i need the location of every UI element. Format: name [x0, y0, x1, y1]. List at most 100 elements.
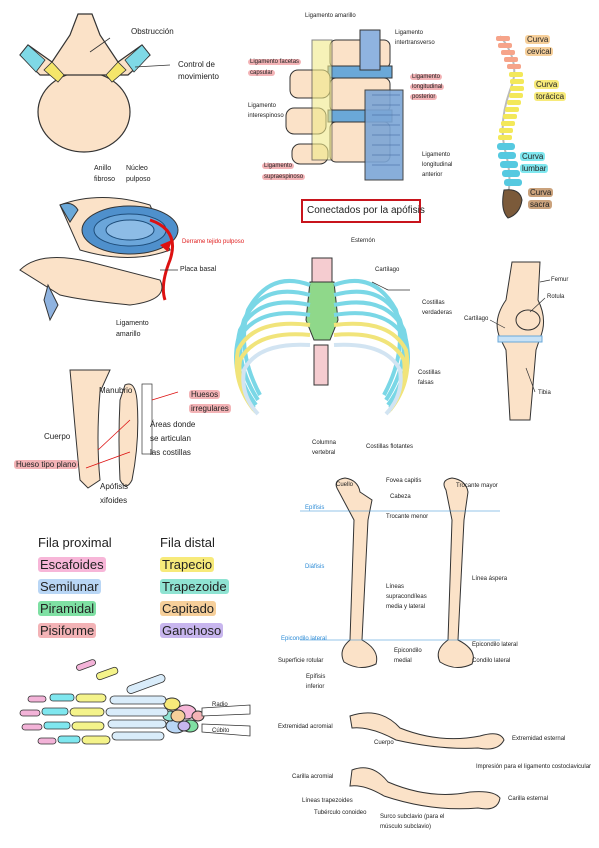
- label-sternum-cuerpo: Cuerpo: [44, 432, 71, 441]
- label-manubrio: Manubrio: [99, 386, 133, 395]
- hand-illustration: [19, 659, 251, 745]
- label-epifisis-inf-1: Epífisis: [306, 674, 326, 680]
- label-cartilago: Cartílago: [375, 267, 400, 273]
- label-nucleo-1: Núcleo: [126, 165, 148, 172]
- label-lig-intertransverso-1: Ligamento: [395, 30, 424, 36]
- label-derrame: Derrame tejido pulposo: [182, 239, 245, 245]
- thorax-illustration: [234, 257, 410, 416]
- label-columna-2: vertebral: [312, 450, 336, 456]
- label-conectados: Conectados por la apófisis: [307, 205, 425, 216]
- label-knee-cartilago: Cartílago: [464, 316, 489, 322]
- label-lig-intertransverso-2: intertransverso: [395, 40, 435, 46]
- label-control: Control de: [178, 60, 215, 69]
- label-epifisis-inf-2: inferior: [306, 684, 325, 690]
- label-rotula: Rotula: [547, 294, 565, 300]
- label-curva-toracica-1: Curva: [534, 80, 560, 89]
- carpal-capitado: Capitado: [160, 601, 217, 616]
- label-lig-long-ant-2: longitudinal: [422, 162, 453, 168]
- carpal-trapecio: Trapecio: [160, 557, 215, 572]
- label-linea-aspera: Línea áspera: [472, 576, 508, 582]
- carpal-semilunar: Semilunar: [38, 579, 101, 594]
- label-disc-lig-amarillo-2: amarillo: [116, 331, 141, 338]
- label-columna-1: Columna: [312, 440, 337, 446]
- label-lineas-2: supracondíleas: [386, 594, 427, 600]
- label-costillas-verdaderas-1: Costillas: [422, 300, 445, 306]
- label-condilo-lateral: Condilo lateral: [472, 658, 511, 664]
- label-curva-cervical-1: Curva: [525, 35, 551, 44]
- label-superficie-rotular: Superficie rotular: [278, 658, 324, 664]
- label-nucleo-2: pulposo: [126, 176, 151, 183]
- label-lig-amarillo: Ligamento amarillo: [305, 13, 356, 19]
- label-cubito: Cúbito: [212, 728, 230, 734]
- label-fovea: Fovea capitis: [386, 478, 422, 484]
- label-lig-interespinoso-1: Ligamento: [248, 103, 277, 109]
- label-areas-2: se articulan: [150, 434, 191, 443]
- label-clavicle-cuerpo: Cuerpo: [374, 740, 394, 746]
- label-placa: Placa basal: [180, 266, 217, 273]
- label-anillo-1: Anillo: [94, 165, 112, 172]
- label-trocante-menor: Trocante menor: [386, 514, 429, 520]
- label-ext-esternal: Extremidad esternal: [512, 736, 566, 742]
- label-apofisis-2: xifoides: [100, 496, 128, 505]
- carpals-proximal-title: Fila proximal: [38, 535, 112, 550]
- label-lig-supraespinoso-1: Ligamento: [262, 163, 295, 169]
- sternum-illustration: [69, 369, 179, 489]
- label-lig-supraespinoso-2: supraespinoso: [262, 174, 306, 180]
- label-lig-interespinoso-2: interespinoso: [248, 113, 284, 119]
- label-lineas-1: Líneas: [386, 584, 405, 590]
- label-cabeza: Cabeza: [390, 494, 411, 500]
- label-lig-long-post-2: longitudinal: [410, 84, 445, 90]
- label-femur: Femur: [551, 277, 569, 283]
- label-curva-lumbar-2: lumbar: [520, 164, 549, 173]
- label-lig-long-post-1: Ligamento: [410, 74, 443, 80]
- label-curva-lumbar-1: Curva: [520, 152, 546, 161]
- label-surco-1: Surco subclavio (para el: [380, 814, 445, 820]
- spine-curve-illustration: [496, 35, 524, 219]
- label-carilla-acromial: Carilla acromial: [292, 774, 334, 780]
- label-movimiento: movimiento: [178, 72, 219, 81]
- label-ext-acromial: Extremidad acromial: [278, 724, 333, 730]
- label-curva-sacra-1: Curva: [528, 188, 554, 197]
- label-costillas-falsas-2: falsas: [418, 380, 434, 386]
- carpal-ganchoso: Ganchoso: [160, 623, 224, 638]
- label-curva-sacra-2: sacra: [528, 200, 552, 209]
- label-areas-3: las costillas: [150, 448, 191, 457]
- label-esternon: Esternón: [351, 238, 376, 244]
- label-costillas-flotantes: Costillas flotantes: [366, 444, 414, 450]
- femur-illustration: [300, 477, 500, 668]
- carpal-escafoides: Escafoides: [38, 557, 106, 572]
- label-epicondilo-medial-2: medial: [394, 658, 412, 664]
- conectados-box: [301, 199, 421, 223]
- carpal-pisiforme: Pisiforme: [38, 623, 97, 638]
- label-anillo-2: fibroso: [94, 176, 116, 183]
- label-epicondilo-lateral: Epicondilo lateral: [472, 642, 518, 648]
- label-apofisis-1: Apófisis: [100, 482, 129, 491]
- label-disc-lig-amarillo-1: Ligamento: [116, 320, 149, 327]
- clavicle-illustration: [349, 712, 505, 810]
- label-huesos-irregulares-1: Huesos: [189, 390, 221, 399]
- disc-illustration: [19, 197, 179, 322]
- label-cuello: Cuello: [336, 482, 354, 488]
- label-obstruccion: Obstrucción: [131, 27, 174, 36]
- carpal-trapezoide: Trapezoide: [160, 579, 229, 594]
- label-diafisis: Diáfisis: [305, 564, 325, 570]
- label-curva-cervical-2: cevical: [525, 47, 554, 56]
- carpal-piramidal: Piramidal: [38, 601, 97, 616]
- label-lineas-3: media y lateral: [386, 604, 426, 610]
- label-surco-2: músculo subclavio): [380, 824, 432, 830]
- label-lig-long-post-3: posterior: [410, 94, 438, 100]
- label-costillas-falsas-1: Costillas: [418, 370, 441, 376]
- label-lineas-trapezoides: Líneas trapezoides: [302, 798, 353, 804]
- label-impresion: Impresión para el ligamento costoclavicu…: [476, 764, 592, 770]
- label-areas-1: Áreas donde: [150, 420, 196, 429]
- label-epicondilo-lateral-blue: Epicondilo lateral: [281, 636, 327, 642]
- label-costillas-verdaderas-2: verdaderas: [422, 310, 453, 316]
- label-epifisis: Epífisis: [305, 505, 325, 511]
- label-epicondilo-medial-1: Epicondilo: [394, 648, 422, 654]
- vertebra-top-illustration: [19, 13, 171, 153]
- label-tuberculo: Tubérculo conoideo: [314, 810, 367, 816]
- knee-illustration: [489, 261, 551, 421]
- label-lig-facetas-2: capsular: [248, 70, 275, 76]
- label-radio: Radio: [212, 702, 228, 708]
